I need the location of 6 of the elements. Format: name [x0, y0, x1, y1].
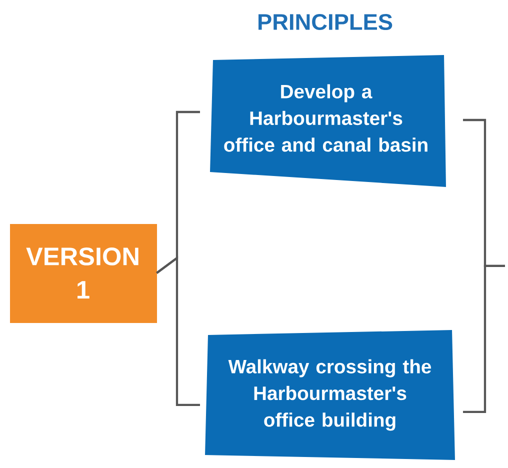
- version-box: VERSION 1: [10, 224, 157, 323]
- principle-box: Develop a Harbourmaster's office and canal basin: [210, 55, 446, 187]
- heading: PRINCIPLES: [258, 14, 392, 30]
- principle-box: Walkway crossing the Harbourmaster's office building: [205, 330, 455, 460]
- bracket-connector: [156, 256, 200, 406]
- bracket-connector: [463, 264, 505, 414]
